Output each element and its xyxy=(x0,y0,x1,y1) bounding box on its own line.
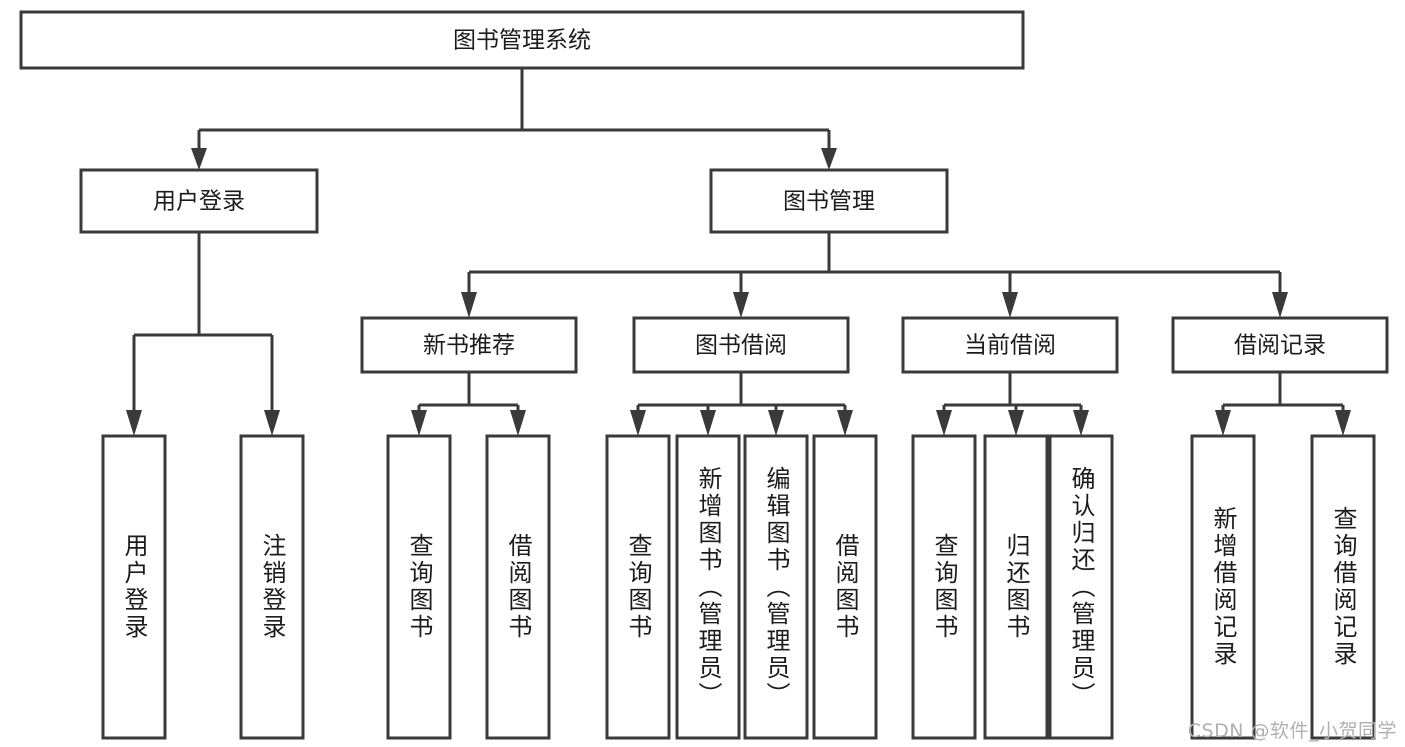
node-current-borrow[interactable]: 当前借阅 xyxy=(901,316,1119,374)
arrow-head-borrow xyxy=(733,292,749,318)
node-book-borrow-label: 图书借阅 xyxy=(695,333,787,359)
leaf-box-user-login[interactable] xyxy=(101,434,167,740)
arrow-head-current-leaf-2 xyxy=(1008,410,1024,436)
node-book-borrow[interactable]: 图书借阅 xyxy=(632,316,850,374)
connector-layer xyxy=(126,68,1351,436)
node-current-borrow-label: 当前借阅 xyxy=(964,333,1056,359)
node-new-book-recommend[interactable]: 新书推荐 xyxy=(360,316,578,374)
leaf-box-confirm-return-admin[interactable] xyxy=(1048,434,1114,740)
node-root[interactable]: 图书管理系统 xyxy=(19,10,1025,70)
arrow-head-records-leaf-1 xyxy=(1215,410,1231,436)
arrow-head-borrow-leaf-3 xyxy=(768,410,784,436)
leaf-box-add-borrow-record[interactable] xyxy=(1190,434,1256,740)
leaf-box-edit-book-admin[interactable] xyxy=(743,434,809,740)
arrow-head-new-books-leaf-1 xyxy=(411,410,427,436)
node-borrow-records-label: 借阅记录 xyxy=(1234,333,1326,359)
leaf-box-return-book[interactable] xyxy=(983,434,1049,740)
arrow-head-current-borrow xyxy=(1002,292,1018,318)
arrow-head-book-mgmt xyxy=(821,148,837,170)
node-book-management-box[interactable] xyxy=(709,168,949,234)
node-book-management[interactable]: 图书管理 xyxy=(709,168,949,234)
csdn-watermark: CSDN @软件_小贺同学 xyxy=(1187,720,1397,742)
node-book-borrow-box[interactable] xyxy=(632,316,850,374)
arrow-head-borrow-leaf-1 xyxy=(630,410,646,436)
leaf-box-query-borrow-record[interactable] xyxy=(1310,434,1376,740)
leaf-box-add-book-admin[interactable] xyxy=(675,434,741,740)
arrow-head-borrow-records xyxy=(1272,292,1288,318)
arrow-head-user-login xyxy=(191,148,207,170)
node-book-management-label: 图书管理 xyxy=(783,189,875,215)
leaf-box-borrow-book-a[interactable] xyxy=(485,434,551,740)
node-root-box[interactable] xyxy=(19,10,1025,70)
arrow-head-records-leaf-2 xyxy=(1335,410,1351,436)
arrow-head-new-books-leaf-2 xyxy=(510,410,526,436)
arrow-head-borrow-leaf-4 xyxy=(837,410,853,436)
node-current-borrow-box[interactable] xyxy=(901,316,1119,374)
leaf-box-query-book-c[interactable] xyxy=(911,434,977,740)
node-borrow-records-box[interactable] xyxy=(1171,316,1389,374)
node-borrow-records[interactable]: 借阅记录 xyxy=(1171,316,1389,374)
leaf-box-layer xyxy=(101,434,1376,740)
arrow-head-leaf-logout xyxy=(264,410,280,436)
node-user-login-label: 用户登录 xyxy=(153,189,245,215)
node-new-book-recommend-box[interactable] xyxy=(360,316,578,374)
arrow-head-leaf-user-login xyxy=(126,410,142,436)
leaf-box-logout[interactable] xyxy=(239,434,305,740)
leaf-box-query-book-a[interactable] xyxy=(386,434,452,740)
node-root-label: 图书管理系统 xyxy=(453,28,591,54)
leaf-box-query-book-b[interactable] xyxy=(605,434,671,740)
node-new-book-recommend-label: 新书推荐 xyxy=(423,333,515,359)
node-user-login[interactable]: 用户登录 xyxy=(79,168,319,234)
leaf-box-borrow-book-b[interactable] xyxy=(812,434,878,740)
arrow-head-new-books xyxy=(461,292,477,318)
arrow-head-current-leaf-1 xyxy=(936,410,952,436)
arrow-head-borrow-leaf-2 xyxy=(700,410,716,436)
arrow-head-current-leaf-3 xyxy=(1073,410,1089,436)
node-user-login-box[interactable] xyxy=(79,168,319,234)
